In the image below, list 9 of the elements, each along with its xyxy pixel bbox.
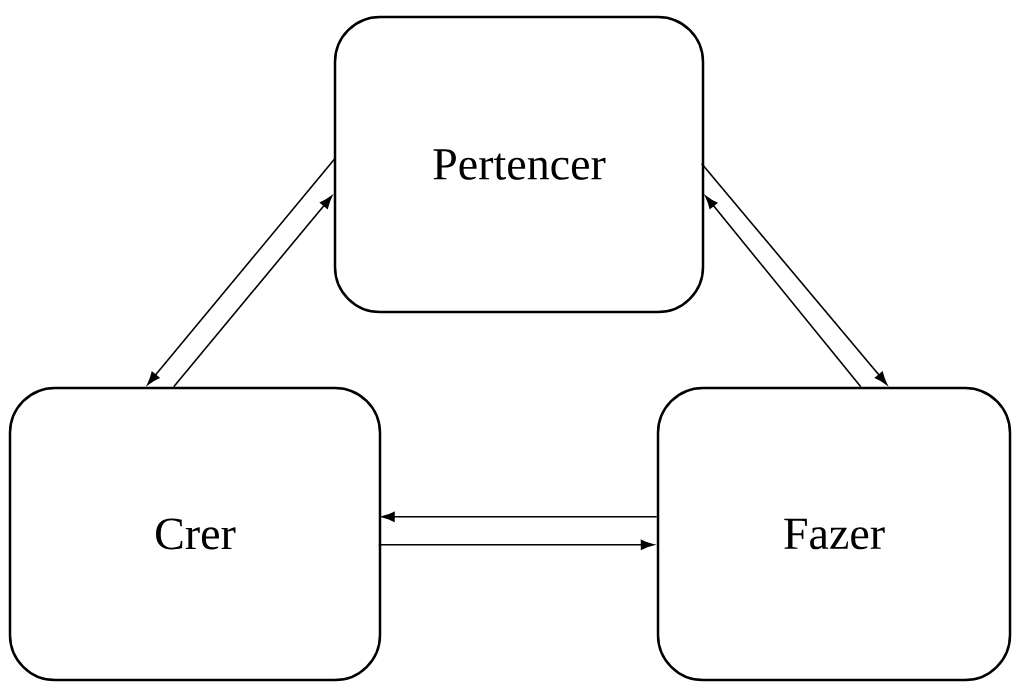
- rounded-box: Crer: [8, 386, 382, 682]
- rounded-box: Fazer: [656, 386, 1012, 682]
- arrow: [172, 195, 333, 388]
- arrow: [700, 162, 888, 385]
- rounded-box: Pertencer: [333, 15, 705, 314]
- arrow: [377, 539, 654, 550]
- arrow: [705, 195, 862, 388]
- arrow: [147, 157, 336, 385]
- arrow: [381, 511, 658, 522]
